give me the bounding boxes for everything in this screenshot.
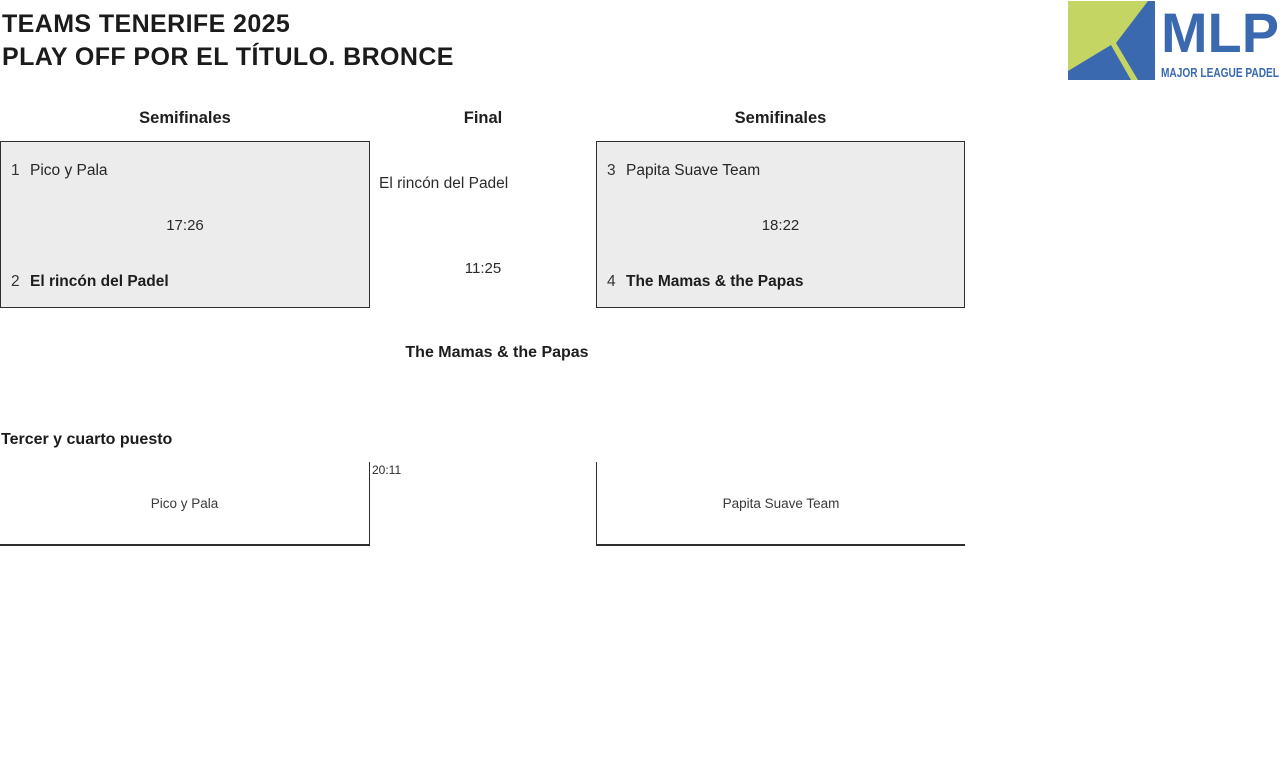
semifinal-right-match-box[interactable]: 3 Papita Suave Team 18:22 4 The Mamas & … — [596, 141, 965, 308]
seed-number: 3 — [607, 162, 616, 179]
team-row: 3 Papita Suave Team — [607, 162, 954, 180]
page-title-line2: PLAY OFF POR EL TÍTULO. BRONCE — [2, 43, 454, 71]
final-match-time: 11:25 — [464, 260, 502, 277]
match-time: 18:22 — [761, 217, 800, 234]
column-header-semifinals-left: Semifinales — [139, 109, 231, 127]
team-row: 2 El rincón del Padel — [11, 273, 359, 291]
third-place-left-box[interactable]: Pico y Pala — [0, 462, 370, 546]
third-place-heading: Tercer y cuarto puesto — [1, 431, 173, 448]
team-name: Pico y Pala — [150, 495, 219, 511]
team-name-winner: The Mamas & the Papas — [626, 273, 804, 290]
mlp-logo: MLP MAJOR LEAGUE PADEL — [1068, 1, 1280, 81]
mlp-wordmark: MLP — [1161, 1, 1279, 64]
page-title-line1: TEAMS TENERIFE 2025 — [2, 10, 291, 38]
column-header-semifinals-right: Semifinales — [734, 109, 827, 127]
mlp-tagline: MAJOR LEAGUE PADEL — [1161, 66, 1279, 80]
seed-number: 4 — [607, 273, 616, 290]
page-title: TEAMS TENERIFE 2025 PLAY OFF POR EL TÍTU… — [2, 8, 454, 74]
team-name: Papita Suave Team — [626, 162, 761, 179]
seed-number: 1 — [11, 162, 20, 179]
column-header-final: Final — [463, 109, 503, 127]
seed-number: 2 — [11, 273, 20, 290]
semifinal-left-match-box[interactable]: 1 Pico y Pala 17:26 2 El rincón del Pade… — [0, 141, 370, 308]
mlp-logo-icon: MLP MAJOR LEAGUE PADEL — [1068, 1, 1279, 80]
team-name-winner: El rincón del Padel — [30, 273, 169, 290]
team-name: Papita Suave Team — [722, 495, 840, 511]
team-row: 4 The Mamas & the Papas — [607, 273, 954, 291]
team-row: 1 Pico y Pala — [11, 162, 359, 180]
final-finalist-right: The Mamas & the Papas — [405, 344, 589, 361]
third-place-right-box[interactable]: Papita Suave Team — [596, 462, 965, 546]
final-finalist-left: El rincón del Padel — [379, 175, 509, 192]
third-place-time: 20:11 — [372, 463, 402, 477]
team-name: Pico y Pala — [30, 162, 108, 179]
match-time: 17:26 — [166, 217, 204, 234]
